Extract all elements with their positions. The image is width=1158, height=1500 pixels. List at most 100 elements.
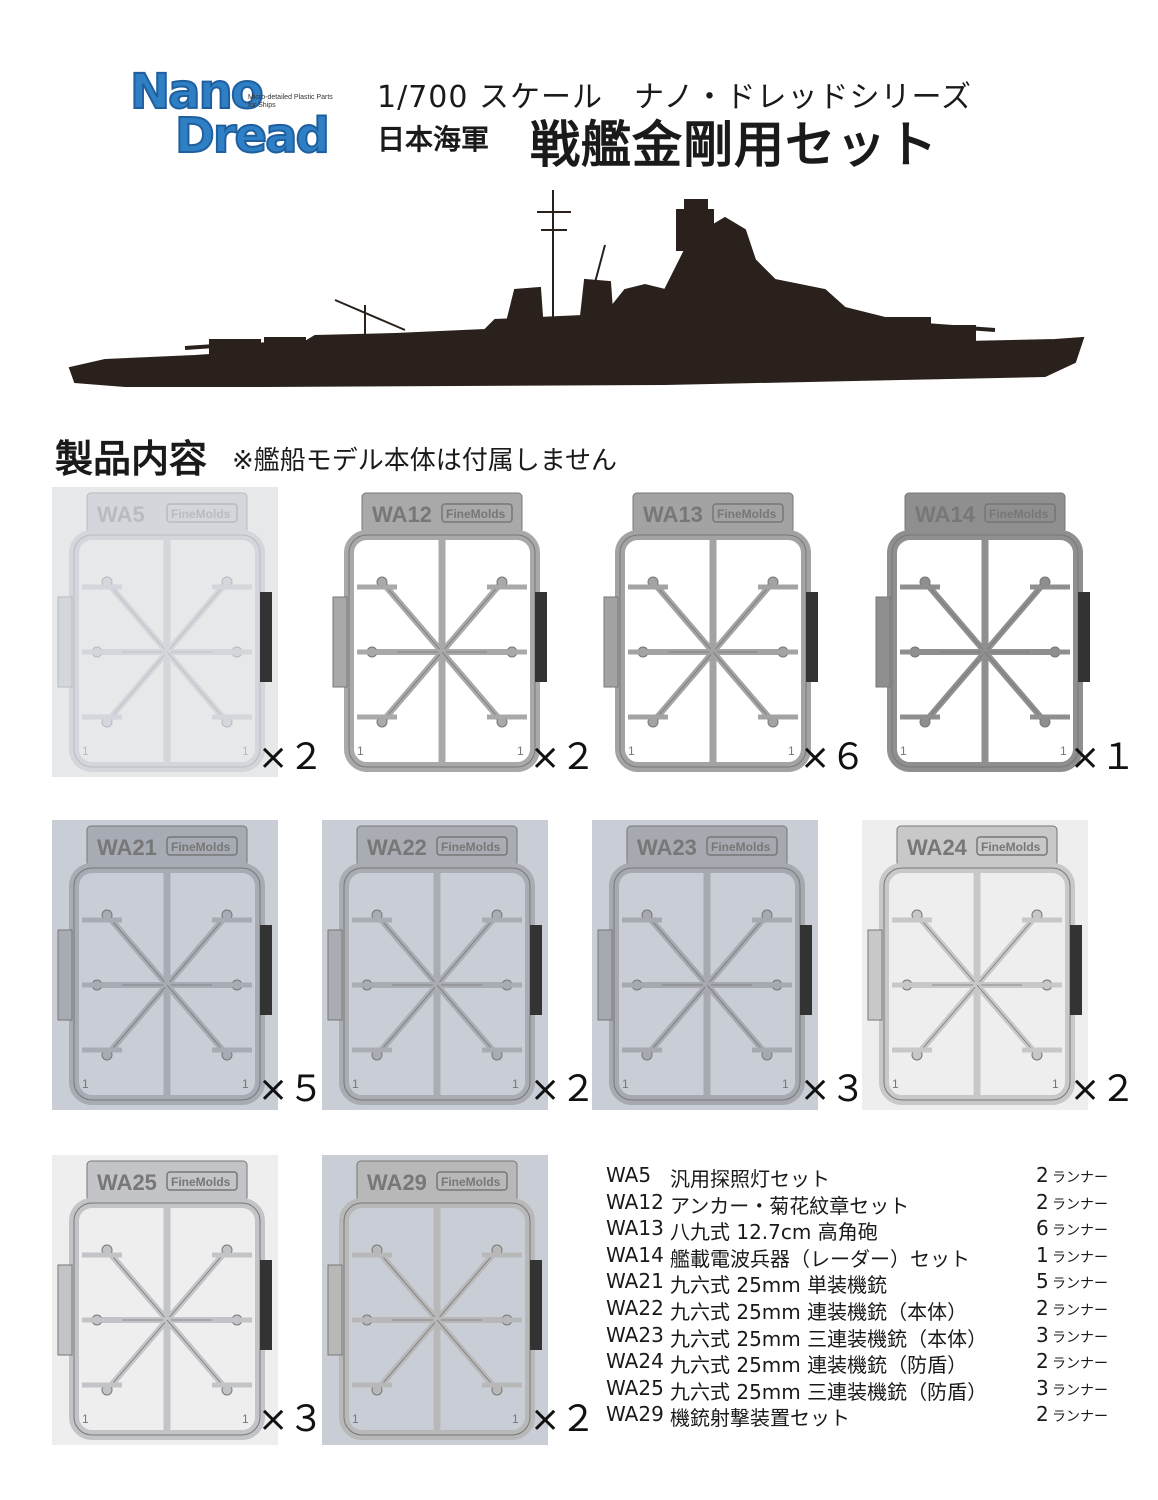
svg-text:1: 1 xyxy=(82,1412,89,1426)
part-name: 艦載電波兵器（レーダー）セット xyxy=(670,1246,970,1271)
part-unit: ランナー xyxy=(1052,1249,1108,1266)
part-name: 八九式 12.7cm 高角砲 xyxy=(670,1220,878,1245)
svg-text:1: 1 xyxy=(82,1077,89,1091)
part-name: 九六式 25mm 単装機銃 xyxy=(670,1273,888,1298)
sprue-wa12-image: WA12 FineMolds 1 1 xyxy=(327,487,553,777)
svg-text:WA14: WA14 xyxy=(915,502,976,527)
svg-text:WA24: WA24 xyxy=(907,835,968,860)
sprue-tile-wa24: WA24 FineMolds 1 1 xyxy=(862,820,1088,1110)
svg-text:1: 1 xyxy=(82,744,89,758)
sprue-wa14-image: WA14 FineMolds 1 1 xyxy=(870,487,1096,777)
part-unit: ランナー xyxy=(1052,1302,1108,1319)
part-code: WA13 xyxy=(606,1216,664,1241)
logo-tagline: Micro-detailed Plastic Parts for Ships xyxy=(248,94,333,109)
sprue-tile-wa12: WA12 FineMolds 1 1 xyxy=(327,487,553,777)
part-unit: ランナー xyxy=(1052,1329,1108,1346)
part-code: WA24 xyxy=(606,1349,664,1374)
logo-nano: Nano xyxy=(129,64,265,120)
svg-text:1: 1 xyxy=(1060,744,1067,758)
svg-text:FineMolds: FineMolds xyxy=(981,840,1041,854)
sprue-multiplier-wa24: ×２ xyxy=(1070,1069,1137,1110)
part-qty: 3 xyxy=(1036,1322,1049,1347)
sprue-wa24-image: WA24 FineMolds 1 1 xyxy=(862,820,1088,1110)
svg-text:1: 1 xyxy=(517,744,524,758)
sprue-wa29-image: WA29 FineMolds 1 1 xyxy=(322,1155,548,1445)
svg-text:1: 1 xyxy=(357,744,364,758)
part-qty: 2 xyxy=(1036,1163,1049,1187)
part-name: 九六式 25mm 三連装機銃（防盾） xyxy=(670,1379,988,1404)
sprue-multiplier-wa21: ×５ xyxy=(258,1069,325,1110)
svg-text:FineMolds: FineMolds xyxy=(171,1175,231,1189)
svg-text:WA5: WA5 xyxy=(97,502,145,527)
part-code: WA12 xyxy=(606,1189,664,1214)
sprue-wa5-image: WA5 FineMolds 1 1 xyxy=(52,487,278,777)
svg-text:1: 1 xyxy=(242,744,249,758)
svg-text:1: 1 xyxy=(512,1412,519,1426)
part-name: 九六式 25mm 三連装機銃（本体） xyxy=(670,1326,988,1351)
sprue-tile-wa14: WA14 FineMolds 1 1 xyxy=(870,487,1096,777)
svg-text:FineMolds: FineMolds xyxy=(446,507,506,521)
sprue-multiplier-wa13: ×６ xyxy=(800,737,867,778)
svg-text:1: 1 xyxy=(628,744,635,758)
series-title: 1/700 スケール ナノ・ドレッドシリーズ xyxy=(377,80,972,115)
part-code: WA21 xyxy=(606,1269,664,1294)
part-unit: ランナー xyxy=(1052,1356,1108,1373)
part-qty: 2 xyxy=(1036,1295,1049,1320)
part-unit: ランナー xyxy=(1052,1196,1108,1213)
part-code: WA25 xyxy=(606,1375,664,1400)
svg-text:1: 1 xyxy=(352,1412,359,1426)
svg-text:1: 1 xyxy=(782,1077,789,1091)
part-code: WA29 xyxy=(606,1402,664,1427)
svg-text:1: 1 xyxy=(892,1077,899,1091)
sprue-multiplier-wa22: ×２ xyxy=(530,1069,597,1110)
part-unit: ランナー xyxy=(1052,1409,1108,1426)
svg-text:WA22: WA22 xyxy=(367,835,427,860)
contents-note: ※艦船モデル本体は付属しません xyxy=(232,446,618,476)
sprue-multiplier-wa25: ×３ xyxy=(258,1399,325,1440)
svg-text:FineMolds: FineMolds xyxy=(441,840,501,854)
part-qty: 2 xyxy=(1036,1189,1049,1214)
sprue-multiplier-wa23: ×３ xyxy=(800,1069,867,1110)
part-qty: 6 xyxy=(1036,1216,1049,1241)
svg-text:WA23: WA23 xyxy=(637,835,697,860)
sprue-tile-wa29: WA29 FineMolds 1 1 xyxy=(322,1155,548,1445)
svg-text:1: 1 xyxy=(622,1077,629,1091)
sprue-multiplier-wa12: ×２ xyxy=(530,737,597,778)
sprue-multiplier-wa5: ×２ xyxy=(258,737,325,778)
part-qty: 2 xyxy=(1036,1402,1049,1427)
svg-text:1: 1 xyxy=(1052,1077,1059,1091)
svg-text:FineMolds: FineMolds xyxy=(441,1175,501,1189)
contents-heading: 製品内容 xyxy=(55,437,208,481)
svg-text:1: 1 xyxy=(352,1077,359,1091)
svg-text:WA25: WA25 xyxy=(97,1170,157,1195)
part-name: アンカー・菊花紋章セット xyxy=(670,1193,910,1218)
part-unit: ランナー xyxy=(1052,1382,1108,1399)
svg-text:FineMolds: FineMolds xyxy=(171,507,231,521)
svg-text:WA21: WA21 xyxy=(97,835,157,860)
part-unit: ランナー xyxy=(1052,1276,1108,1293)
svg-text:FineMolds: FineMolds xyxy=(717,507,777,521)
svg-text:1: 1 xyxy=(900,744,907,758)
part-name: 九六式 25mm 連装機銃（本体） xyxy=(670,1299,968,1324)
sprue-multiplier-wa14: ×１ xyxy=(1070,737,1137,778)
part-code: WA22 xyxy=(606,1295,664,1320)
svg-text:FineMolds: FineMolds xyxy=(989,507,1049,521)
nano-dread-logo: Nano Dread Micro-detailed Plastic Parts … xyxy=(129,64,360,161)
svg-text:1: 1 xyxy=(788,744,795,758)
svg-text:WA12: WA12 xyxy=(372,502,432,527)
svg-text:WA29: WA29 xyxy=(367,1170,427,1195)
